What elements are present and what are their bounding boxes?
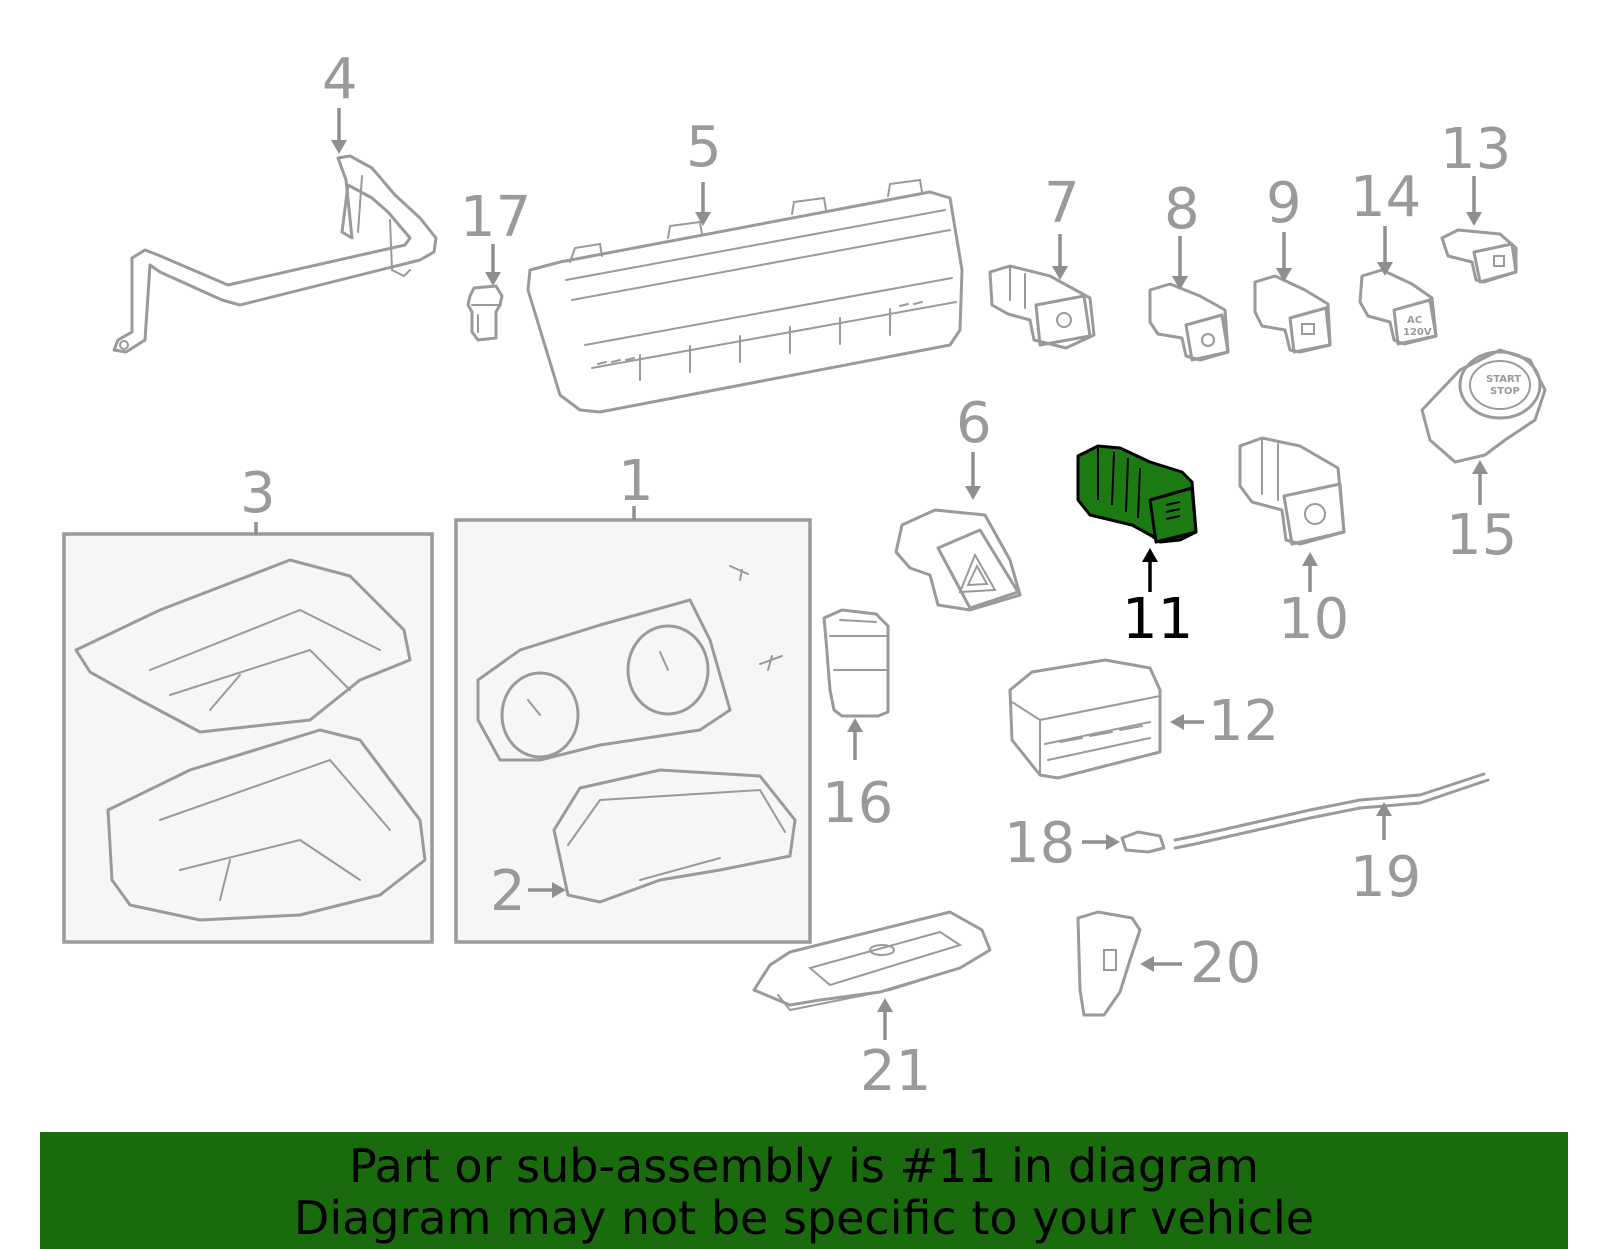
part-9-switch[interactable] [1253,274,1332,354]
callout-3[interactable]: 3 [240,461,276,526]
callout-10[interactable]: 10 [1278,587,1349,652]
part-21-charger-tray[interactable] [752,910,992,1012]
banner-line-1: Part or sub-assembly is #11 in diagram [349,1139,1259,1193]
part-14-outlet[interactable]: AC 120V [1358,268,1438,346]
part-12-climate-control[interactable] [1008,658,1162,780]
part-19-cable[interactable] [1173,772,1490,850]
outlet-label-line1: AC [1407,315,1422,326]
part-15-start-stop-button[interactable]: START STOP [1420,348,1547,464]
start-label: START [1486,374,1521,385]
callout-1[interactable]: 1 [618,449,654,514]
callout-9[interactable]: 9 [1266,171,1302,236]
callout-17[interactable]: 17 [460,185,531,250]
callout-8[interactable]: 8 [1164,177,1200,242]
part-16-switch[interactable] [822,608,890,718]
callout-labels: 4 17 5 7 8 9 14 13 15 6 11 10 12 16 18 1… [240,47,1517,1104]
callout-16[interactable]: 16 [822,771,893,836]
assembly-3-panel [62,532,434,944]
callout-15[interactable]: 15 [1446,503,1517,568]
part-13-switch[interactable] [1440,228,1518,284]
part-3-housing[interactable] [74,558,427,922]
callout-20[interactable]: 20 [1190,931,1261,996]
part-20-switch[interactable] [1076,910,1142,1017]
part-17-clip[interactable] [466,284,504,342]
callout-leaders [254,108,1488,1040]
stop-label: STOP [1490,386,1520,397]
callout-19[interactable]: 19 [1350,845,1421,910]
part-5-control-panel[interactable] [526,178,964,414]
info-banner: Part or sub-assembly is #11 in diagram D… [40,1132,1568,1249]
callout-4[interactable]: 4 [322,47,358,112]
part-8-switch[interactable] [1148,282,1230,362]
callout-14[interactable]: 14 [1350,165,1421,230]
part-11-switch-highlighted[interactable] [1076,444,1198,544]
callout-18[interactable]: 18 [1004,811,1075,876]
callout-5[interactable]: 5 [686,115,722,180]
callout-7[interactable]: 7 [1044,171,1080,236]
part-7-switch[interactable] [988,264,1096,350]
part-10-seat-heater-switch[interactable] [1238,436,1346,546]
callout-12[interactable]: 12 [1208,689,1279,754]
assembly-1-panel [454,518,812,944]
callout-13[interactable]: 13 [1440,117,1511,182]
part-6-hazard-switch[interactable] [894,508,1022,612]
banner-line-2: Diagram may not be specific to your vehi… [293,1191,1315,1245]
part-4-bracket[interactable] [112,154,438,354]
outlet-label-line2: 120V [1403,327,1432,338]
callout-11[interactable]: 11 [1122,587,1193,652]
callout-21[interactable]: 21 [860,1039,931,1104]
part-1-instrument-cluster[interactable] [476,565,797,904]
callout-6[interactable]: 6 [956,391,992,456]
callout-2[interactable]: 2 [490,859,526,924]
part-18-sensor[interactable] [1120,830,1166,854]
